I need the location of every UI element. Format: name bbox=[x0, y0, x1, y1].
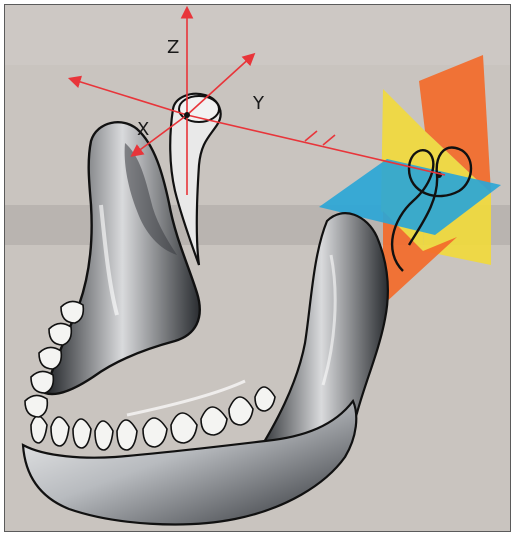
molar bbox=[49, 323, 71, 345]
molar bbox=[61, 301, 83, 323]
molar bbox=[31, 371, 53, 393]
x-axis-label: X bbox=[137, 119, 149, 140]
molar bbox=[39, 347, 61, 369]
figure-frame: Z Y X bbox=[4, 4, 511, 532]
y-axis-label: Y bbox=[252, 93, 265, 114]
origin-point bbox=[184, 112, 190, 118]
molar bbox=[25, 395, 47, 417]
z-axis-label: Z bbox=[167, 37, 179, 58]
mandible-diagram: Z Y X bbox=[5, 5, 511, 532]
